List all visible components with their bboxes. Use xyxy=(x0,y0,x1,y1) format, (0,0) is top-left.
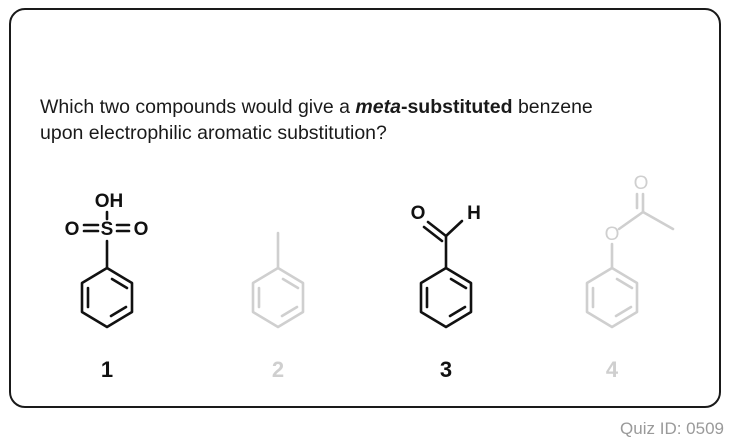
compound-1-structure[interactable] xyxy=(80,210,134,329)
compound-1-number: 1 xyxy=(101,357,113,382)
compound-3-ring xyxy=(419,266,473,329)
label-s: S xyxy=(101,219,114,240)
label-o-right: O xyxy=(134,219,149,240)
label-o-ester: O xyxy=(605,224,620,245)
compound-4-number: 4 xyxy=(606,357,619,382)
label-oh: OH xyxy=(95,191,124,212)
oxygen-carbon-bond xyxy=(617,210,645,231)
quiz-card xyxy=(9,8,721,408)
label-h-aldehyde: H xyxy=(467,203,481,224)
meta-emphasis: meta xyxy=(355,96,401,118)
compound-2-number: 2 xyxy=(272,357,284,382)
label-o-carbonyl: O xyxy=(634,173,649,194)
substituted-emphasis: -substituted xyxy=(400,96,513,118)
carbonyl-bond-1 xyxy=(426,220,448,238)
question-text: Which two compounds would give a meta-su… xyxy=(40,94,700,146)
c-h-bond xyxy=(444,219,464,238)
question-line-2: upon electrophilic aromatic substitution… xyxy=(40,122,387,144)
compound-3-number: 3 xyxy=(440,357,452,382)
compound-4-structure[interactable] xyxy=(585,192,675,329)
compound-2-ring xyxy=(251,266,305,329)
compound-4-ring xyxy=(585,266,639,329)
label-o-left: O xyxy=(65,219,80,240)
compound-2-structure[interactable] xyxy=(251,231,305,329)
compound-3-structure[interactable] xyxy=(419,219,473,329)
quiz-id: Quiz ID: 0509 xyxy=(620,419,724,438)
carbonyl-bond-2 xyxy=(422,225,444,243)
compound-1-ring xyxy=(80,266,134,329)
question-line-1: Which two compounds would give a meta-su… xyxy=(40,96,593,118)
acetyl-methyl-bond xyxy=(641,210,675,231)
label-o-aldehyde: O xyxy=(411,203,426,224)
